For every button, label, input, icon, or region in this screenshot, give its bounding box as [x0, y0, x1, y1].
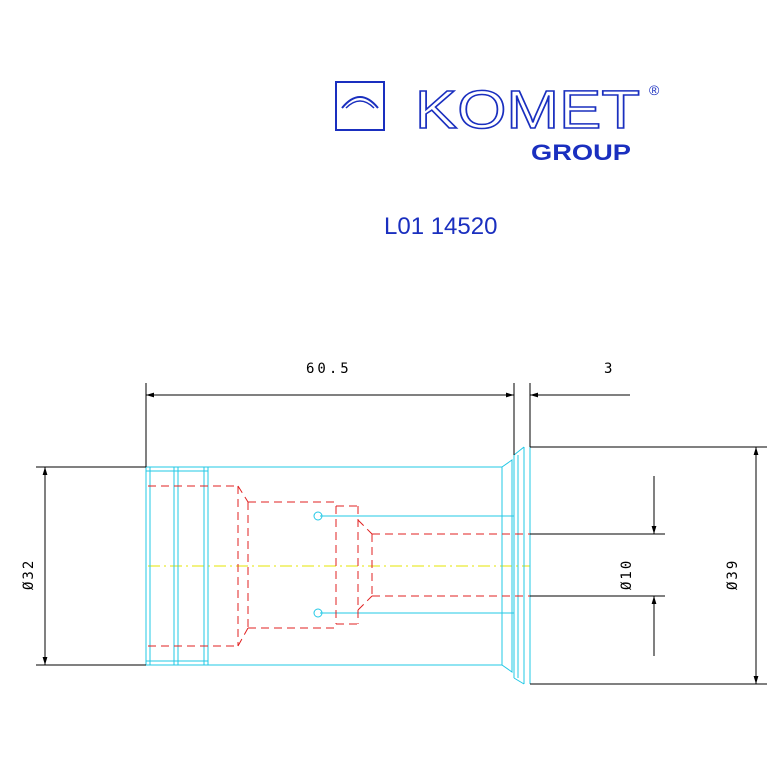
- komet-logo: KOMET ® GROUP: [335, 79, 660, 165]
- logo-registered-mark: ®: [649, 82, 660, 98]
- dimension-lines: [36, 383, 767, 685]
- length-dim-text: 60.5: [306, 361, 352, 377]
- part-outline: [145, 446, 531, 685]
- hidden-lines: [148, 485, 530, 647]
- shank-dim-text: Ø32: [21, 559, 37, 590]
- head-dim-text: Ø39: [725, 559, 741, 590]
- flange-dim-text: 3: [604, 361, 612, 377]
- part-number: L01 14520: [384, 213, 497, 240]
- logo-group-text: GROUP: [531, 140, 631, 165]
- logo-wordmark: KOMET: [415, 80, 640, 140]
- bore-dim-text: Ø10: [619, 559, 635, 590]
- komet-logo-icon: [335, 81, 385, 131]
